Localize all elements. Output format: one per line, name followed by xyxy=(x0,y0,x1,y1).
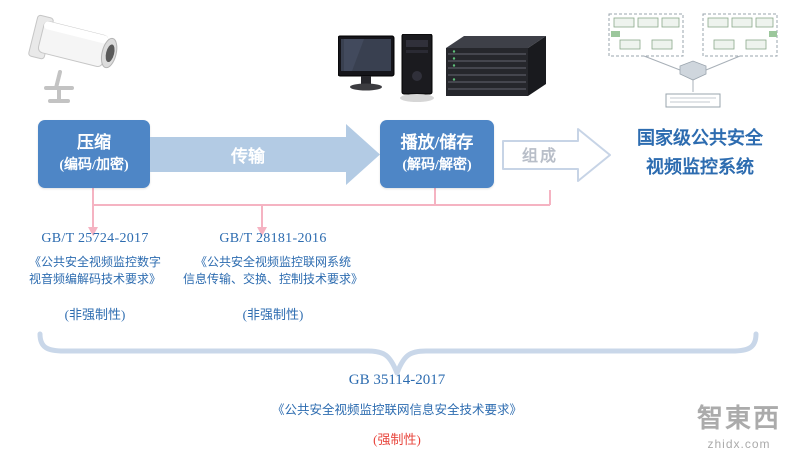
standard-note: (非强制性) xyxy=(242,307,304,322)
playback-sublabel: (解码/解密) xyxy=(402,158,472,173)
standard-title-line2: 信息传输、交换、控制技术要求》 xyxy=(182,272,363,286)
standard-title: 《公共安全视频监控联网系统 信息传输、交换、控制技术要求》 xyxy=(180,254,366,288)
standard-title-line1: 《公共安全视频监控数字 xyxy=(28,255,161,269)
national-system-line1: 国家级公共安全 xyxy=(637,128,763,148)
bottom-standard-code: GB 35114-2017 xyxy=(348,372,446,388)
cctv-camera-image xyxy=(28,14,118,103)
pink-connectors xyxy=(92,188,551,228)
transmit-arrow-shape xyxy=(150,124,380,185)
watermark: 智東西 zhidx.com xyxy=(686,398,792,451)
standard-title-line2: 视音频编解码技术要求》 xyxy=(28,272,161,286)
standard-gb35114: GB 35114-2017 《公共安全视频监控联网信息安全技术要求》 (强制性) xyxy=(97,372,697,448)
watermark-brand-logo: 智東西 xyxy=(696,404,781,433)
bottom-brace xyxy=(37,331,759,376)
compose-arrow-label: 组成 xyxy=(521,148,558,165)
transmit-arrow: 传输 xyxy=(150,124,380,185)
standard-code: GB/T 25724-2017 xyxy=(41,231,149,246)
bottom-standard-title: 《公共安全视频监控联网信息安全技术要求》 xyxy=(271,403,522,417)
standard-note: (非强制性) xyxy=(64,307,126,322)
national-system-title: 国家级公共安全 视频监控系统 xyxy=(602,124,798,182)
compress-label: 压缩 xyxy=(77,133,111,152)
compose-arrow: 组成 xyxy=(502,128,612,182)
server-rack-image xyxy=(446,36,546,96)
watermark-domain: zhidx.com xyxy=(707,437,771,451)
standard-title-line1: 《公共安全视频监控联网系统 xyxy=(194,255,351,269)
standard-title: 《公共安全视频监控数字 视音频编解码技术要求》 xyxy=(6,254,184,288)
standard-gbt28181: GB/T 28181-2016 《公共安全视频监控联网系统 信息传输、交换、控制… xyxy=(180,231,366,323)
transmit-arrow-label: 传输 xyxy=(231,147,265,166)
system-architecture-diagram-image xyxy=(608,13,778,108)
standard-gbt25724: GB/T 25724-2017 《公共安全视频监控数字 视音频编解码技术要求》 … xyxy=(6,231,184,323)
compose-arrow-shape xyxy=(502,128,611,182)
bottom-standard-note: (强制性) xyxy=(373,432,421,447)
computer-monitor-image xyxy=(338,34,434,102)
playback-label: 播放/储存 xyxy=(400,133,474,152)
compress-box: 压缩 (编码/加密) xyxy=(38,120,150,188)
national-system-line2: 视频监控系统 xyxy=(646,157,754,177)
playback-storage-box: 播放/储存 (解码/解密) xyxy=(380,120,494,188)
standard-code: GB/T 28181-2016 xyxy=(219,231,327,246)
compress-sublabel: (编码/加密) xyxy=(59,158,129,173)
